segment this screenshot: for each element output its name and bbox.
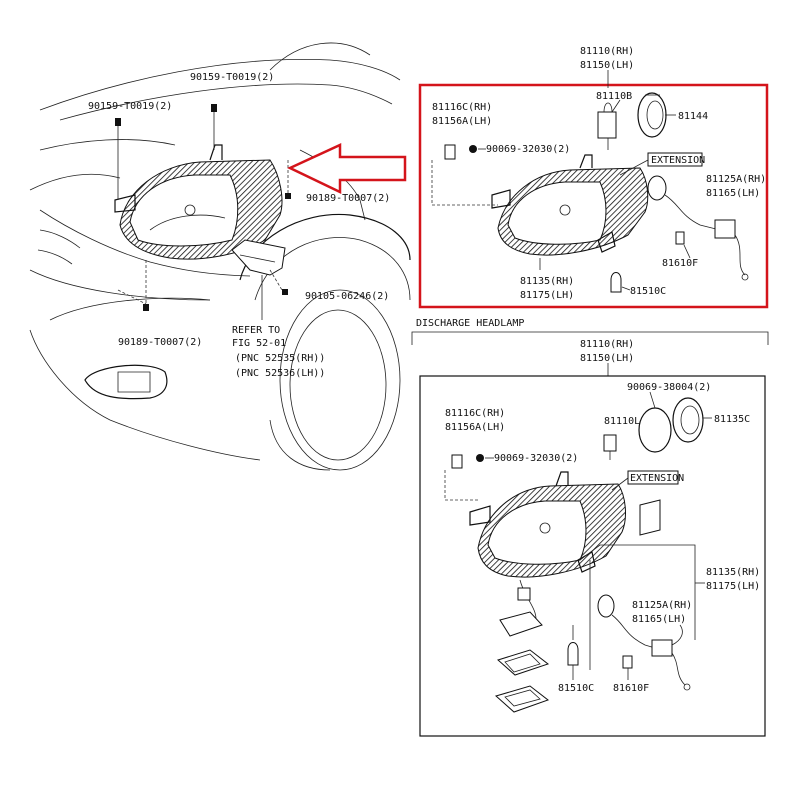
halogen-81510c: 81510C: [630, 286, 666, 297]
halogen-81610f: 81610F: [662, 258, 698, 269]
halogen-81144: 81144: [678, 111, 708, 122]
halogen-81135-rh: 81135(RH): [520, 276, 574, 287]
discharge-81156a-lh: 81156A(LH): [445, 422, 505, 433]
callout-90189-lower: 90189-T0007(2): [118, 337, 202, 348]
discharge-81165-lh: 81165(LH): [632, 614, 686, 625]
bolt-90189-lower: [143, 260, 149, 311]
discharge-headlamp-unit: [469, 471, 626, 578]
discharge-81610f: 81610F: [613, 683, 649, 694]
halogen-headlamp-unit: [491, 154, 649, 256]
vehicle-front-view: [29, 42, 411, 471]
halogen-81116c-rh: 81116C(RH): [432, 102, 492, 113]
discharge-90069-32030: 90069-32030(2): [494, 453, 578, 464]
discharge-extension: EXTENSION: [630, 473, 684, 484]
halogen-81175-lh: 81175(LH): [520, 290, 574, 301]
halogen-extension: EXTENSION: [651, 155, 705, 166]
halogen-highlight-box: [418, 83, 769, 309]
discharge-81135-rh: 81135(RH): [706, 567, 760, 578]
callout-90159-top: 90159-T0019(2): [190, 72, 274, 83]
discharge-top-lh: 81150(LH): [580, 353, 634, 364]
bolt-90105: [269, 269, 288, 295]
svg-text:(PNC 52536(LH)): (PNC 52536(LH)): [235, 368, 325, 379]
halogen-81110b: 81110B: [596, 91, 632, 102]
discharge-81125a-rh: 81125A(RH): [632, 600, 692, 611]
discharge-81110l: 81110L: [604, 416, 640, 427]
halogen-81125a-rh: 81125A(RH): [706, 174, 766, 185]
ballast-module: [494, 579, 550, 713]
callout-90159-left: 90159-T0019(2): [88, 101, 172, 112]
discharge-header: DISCHARGE HEADLAMP: [416, 318, 524, 329]
bolt-90189-right: [285, 160, 291, 199]
bolt-90159-left: [115, 118, 121, 200]
discharge-90069-38004: 90069-38004(2): [627, 382, 711, 393]
halogen-81156a-lh: 81156A(LH): [432, 116, 492, 127]
discharge-box: [419, 375, 766, 737]
bulb-81510c-discharge: [567, 642, 579, 666]
callout-90189-right: 90189-T0007(2): [306, 193, 390, 204]
bulb-81110l: [603, 434, 617, 460]
pointer-arrow: [287, 143, 407, 194]
main-headlamp-unit: [114, 144, 283, 260]
discharge-81116c-rh: 81116C(RH): [445, 408, 505, 419]
refer-to-note: REFER TO FIG 52-01 (PNC 52535(RH)) (PNC …: [232, 325, 325, 379]
halogen-90069: 90069-32030(2): [486, 144, 570, 155]
cap-81135c: [672, 397, 704, 443]
halogen-top-rh: 81110(RH): [580, 46, 634, 57]
discharge-81135c: 81135C: [714, 414, 750, 425]
discharge-top-rh: 81110(RH): [580, 339, 634, 350]
svg-text:REFER TO: REFER TO: [232, 325, 280, 336]
discharge-81510c: 81510C: [558, 683, 594, 694]
bulb-81110b: [597, 102, 617, 150]
svg-text:(PNC 52535(RH)): (PNC 52535(RH)): [235, 353, 325, 364]
bulb-81510c: [610, 272, 622, 293]
halogen-top-lh: 81150(LH): [580, 60, 634, 71]
gasket-90069-38004: [638, 407, 672, 453]
halogen-81165-lh: 81165(LH): [706, 188, 760, 199]
socket-81125a-discharge: [597, 594, 691, 691]
cap-81144: [637, 92, 667, 138]
bolt-90159-top: [211, 104, 217, 150]
svg-text:FIG 52-01: FIG 52-01: [232, 338, 286, 349]
discharge-81175-lh: 81175(LH): [706, 581, 760, 592]
socket-81125a: [647, 175, 749, 281]
callout-90105: 90105-06246(2): [305, 291, 389, 302]
